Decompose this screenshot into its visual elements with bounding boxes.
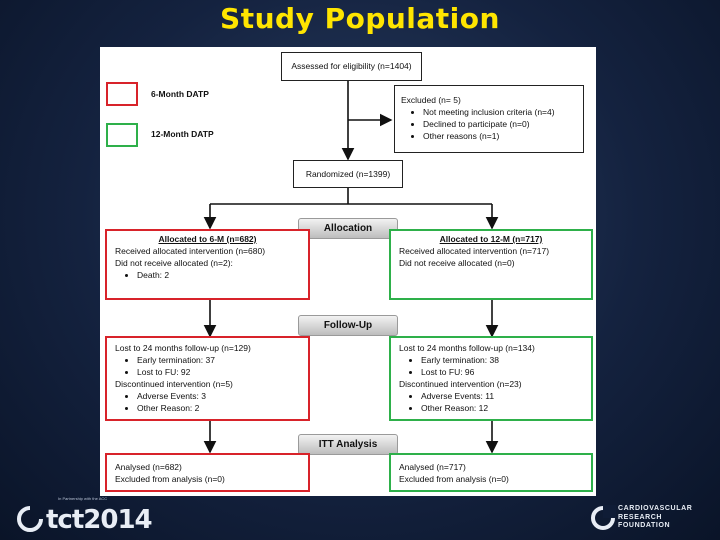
followup-12m-lost-item: Early termination: 38 xyxy=(421,354,583,366)
tct-logo: tct2014 xyxy=(46,505,153,535)
allocation-6m-not-received: Did not receive allocated (n=2): xyxy=(115,258,233,268)
allocation-6m-item: Death: 2 xyxy=(137,269,300,281)
phase-itt: ITT Analysis xyxy=(298,434,398,455)
allocation-12m-received: Received allocated intervention (n=717) xyxy=(399,246,550,256)
excluded-box: Excluded (n= 5) Not meeting inclusion cr… xyxy=(394,85,584,153)
allocation-12m-box: Allocated to 12-M (n=717) Received alloc… xyxy=(389,229,593,300)
followup-12m-disc-item: Adverse Events: 11 xyxy=(421,390,583,402)
crf-line: CARDIOVASCULAR xyxy=(618,505,693,512)
assessed-text: Assessed for eligibility (n=1404) xyxy=(291,61,412,71)
analysis-12m-analysed: Analysed (n=717) xyxy=(399,462,466,472)
followup-6m-lost-item: Lost to FU: 92 xyxy=(137,366,300,378)
legend-green-swatch xyxy=(106,123,138,147)
excluded-item: Other reasons (n=1) xyxy=(423,130,577,142)
legend-red-label: 6-Month DATP xyxy=(151,89,209,99)
flow-diagram-panel: 6-Month DATP 12-Month DATP Assessed for … xyxy=(100,47,596,496)
followup-12m-discontinued: Discontinued intervention (n=23) xyxy=(399,379,522,389)
legend-red-swatch xyxy=(106,82,138,106)
followup-6m-disc-item: Adverse Events: 3 xyxy=(137,390,300,402)
analysis-6m-excluded: Excluded from analysis (n=0) xyxy=(115,474,225,484)
followup-6m-box: Lost to 24 months follow-up (n=129) Earl… xyxy=(105,336,310,421)
followup-12m-disc-item: Other Reason: 12 xyxy=(421,402,583,414)
followup-12m-box: Lost to 24 months follow-up (n=134) Earl… xyxy=(389,336,593,421)
analysis-12m-box: Analysed (n=717) Excluded from analysis … xyxy=(389,453,593,492)
randomized-box: Randomized (n=1399) xyxy=(293,160,403,188)
legend-green-label: 12-Month DATP xyxy=(151,129,214,139)
crf-line: FOUNDATION xyxy=(618,522,671,529)
slide-title: Study Population xyxy=(220,2,500,35)
followup-6m-lost-item: Early termination: 37 xyxy=(137,354,300,366)
analysis-12m-excluded: Excluded from analysis (n=0) xyxy=(399,474,509,484)
excluded-item: Not meeting inclusion criteria (n=4) xyxy=(423,106,577,118)
excluded-item: Declined to participate (n=0) xyxy=(423,118,577,130)
phase-followup: Follow-Up xyxy=(298,315,398,336)
assessed-box: Assessed for eligibility (n=1404) xyxy=(281,52,422,81)
flow-connectors xyxy=(203,80,499,454)
allocation-6m-box: Allocated to 6-M (n=682) Received alloca… xyxy=(105,229,310,300)
followup-6m-disc-item: Other Reason: 2 xyxy=(137,402,300,414)
phase-allocation: Allocation xyxy=(298,218,398,239)
tct-logo-icon xyxy=(17,506,43,532)
allocation-6m-received: Received allocated intervention (n=680) xyxy=(115,246,266,256)
followup-12m-lost: Lost to 24 months follow-up (n=134) xyxy=(399,343,535,353)
analysis-6m-analysed: Analysed (n=682) xyxy=(115,462,182,472)
allocation-12m-title: Allocated to 12-M (n=717) xyxy=(439,234,543,244)
tct-tagline: In Partnership with the ACC xyxy=(58,496,108,501)
crf-line: RESEARCH xyxy=(618,513,663,521)
crf-logo-text: CARDIOVASCULAR RESEARCH FOUNDATION xyxy=(618,505,692,531)
followup-6m-discontinued: Discontinued intervention (n=5) xyxy=(115,379,233,389)
allocation-12m-not-received: Did not receive allocated (n=0) xyxy=(399,258,515,268)
followup-6m-lost: Lost to 24 months follow-up (n=129) xyxy=(115,343,251,353)
excluded-heading: Excluded (n= 5) xyxy=(401,95,461,105)
followup-12m-lost-item: Lost to FU: 96 xyxy=(421,366,583,378)
allocation-6m-title: Allocated to 6-M (n=682) xyxy=(158,234,257,244)
analysis-6m-box: Analysed (n=682) Excluded from analysis … xyxy=(105,453,310,492)
randomized-text: Randomized (n=1399) xyxy=(305,169,391,179)
crf-logo-icon xyxy=(591,505,616,530)
